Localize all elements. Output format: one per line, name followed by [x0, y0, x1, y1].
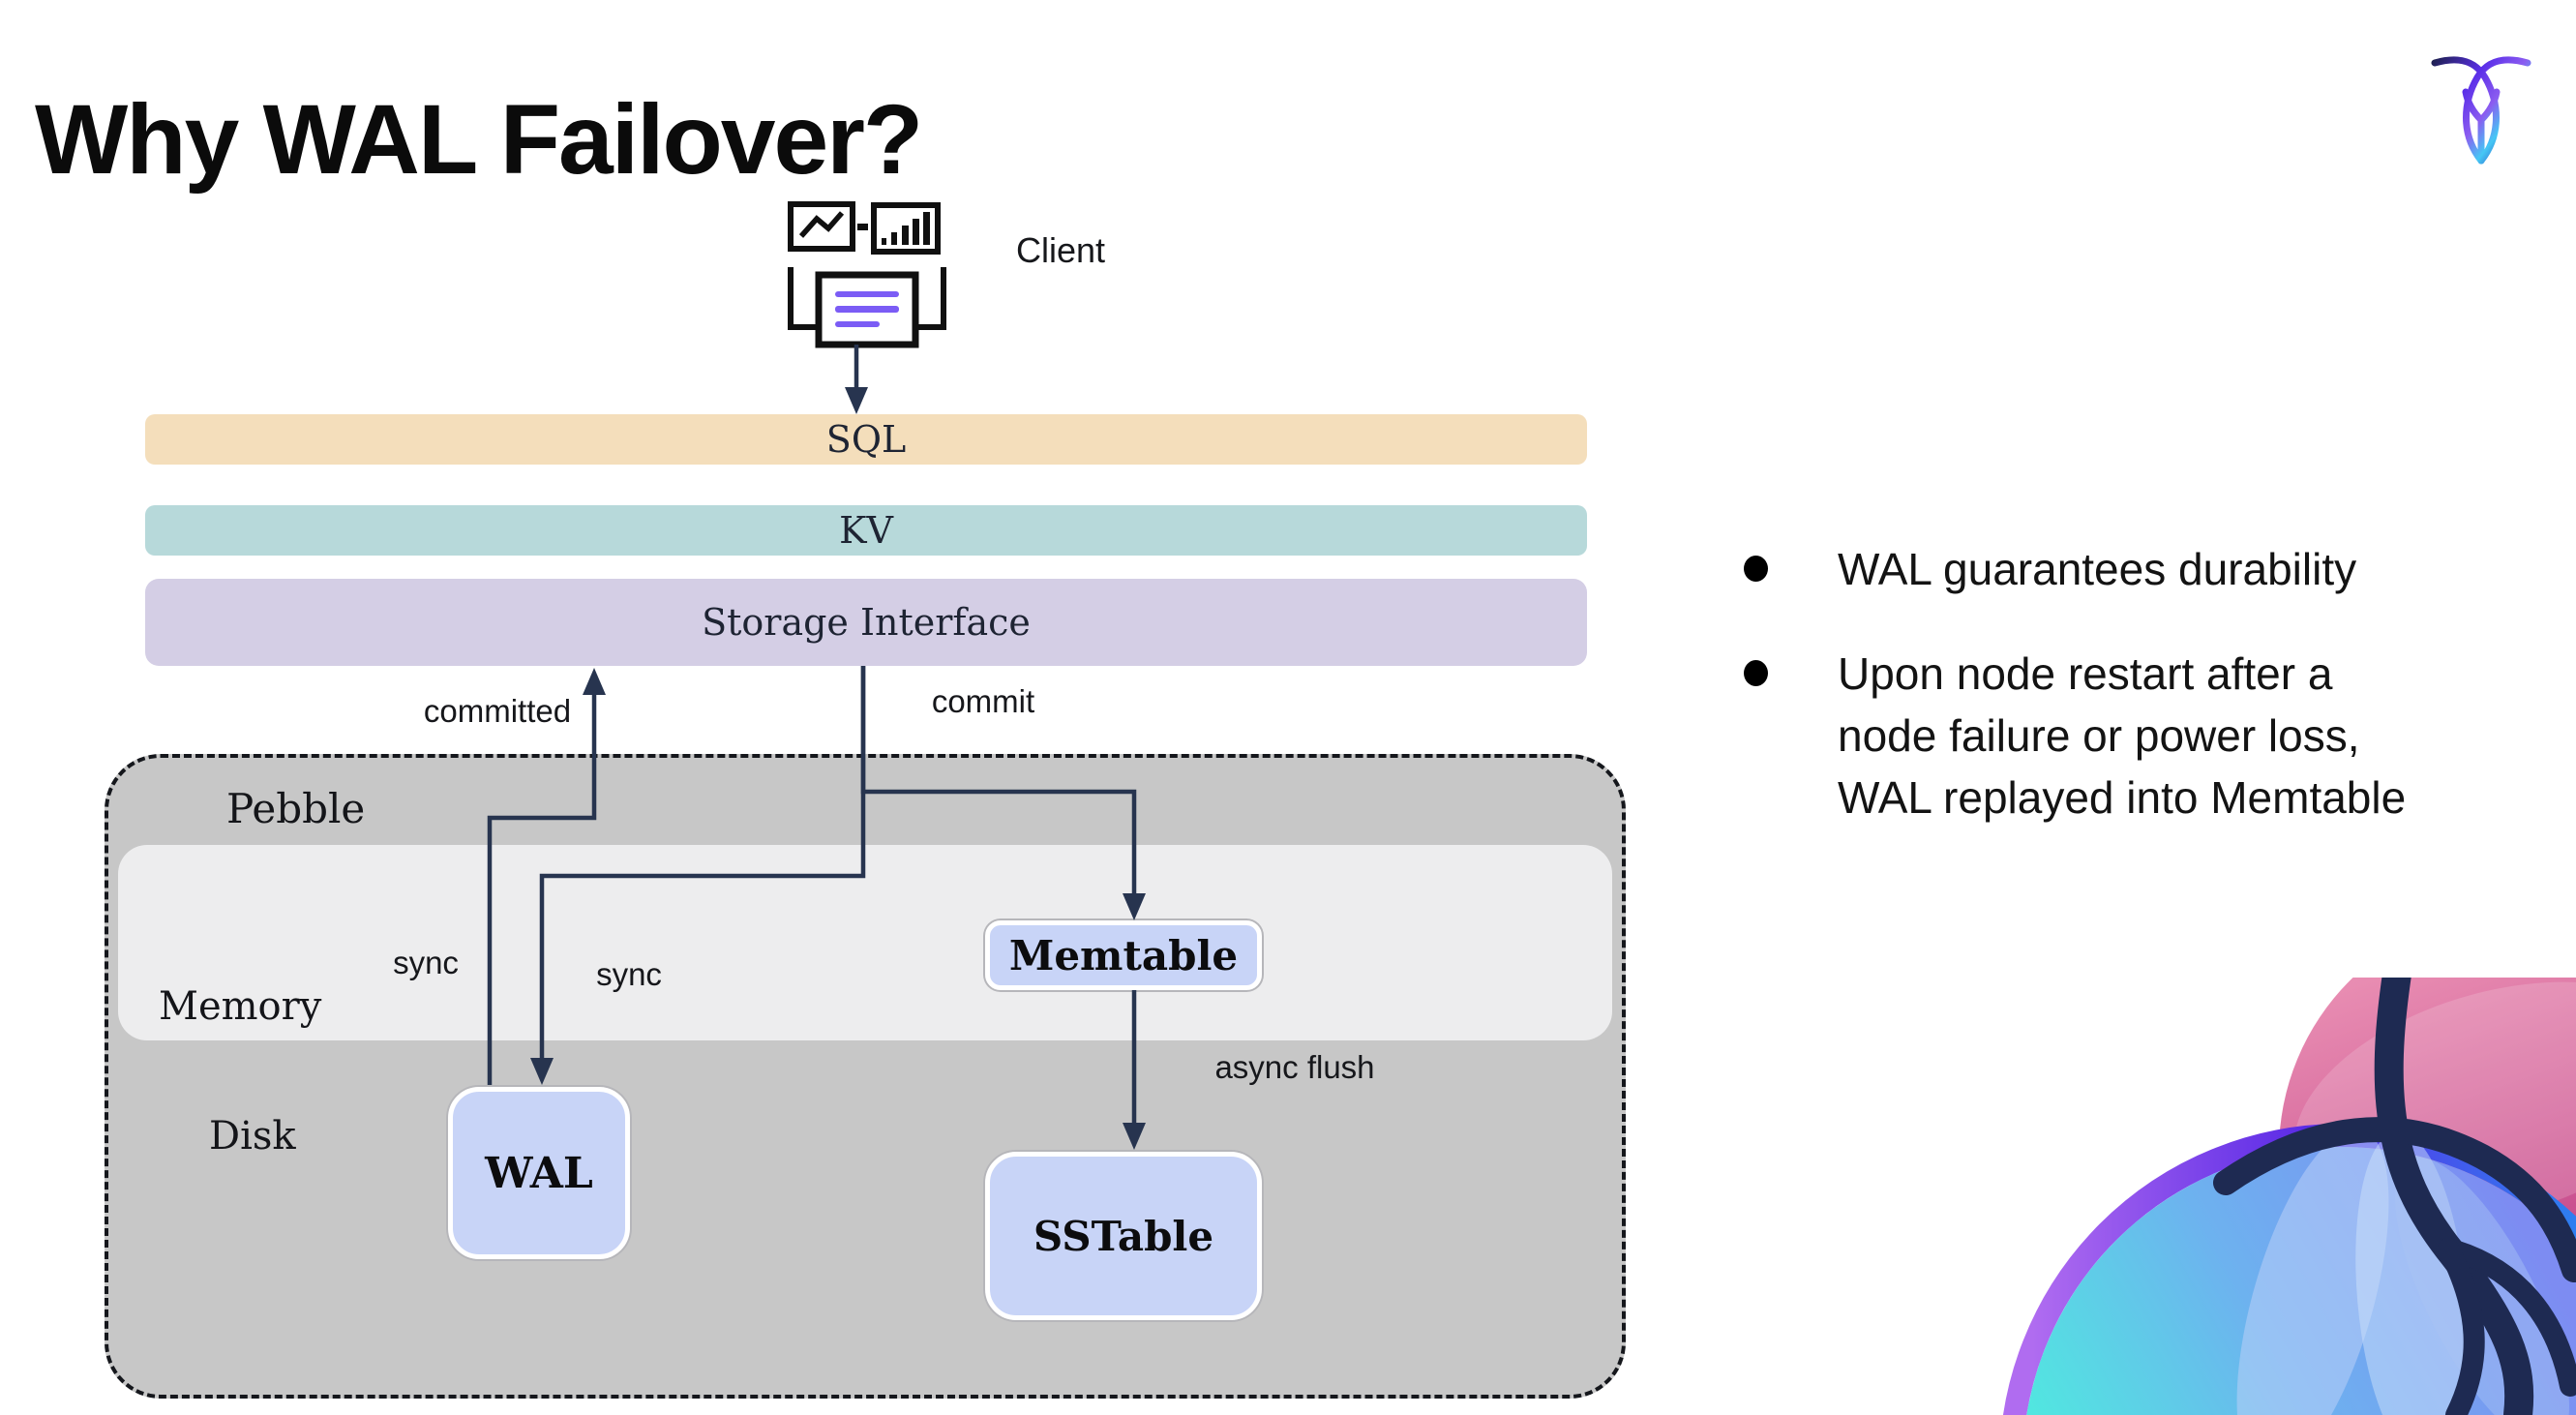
edge-label-async-flush: async flush [1214, 1049, 1375, 1085]
node-sstable-label: SSTable [1033, 1212, 1214, 1260]
layer-bar-kv: KV [145, 505, 1587, 556]
edge-label-committed: committed [423, 693, 572, 729]
node-wal-label: WAL [485, 1148, 593, 1198]
layer-bar-sql-label: SQL [825, 418, 907, 461]
node-sstable: SSTable [985, 1152, 1262, 1320]
arrowhead-client-to-sql [845, 387, 868, 414]
bullet-list: WAL guarantees durability Upon node rest… [1732, 538, 2545, 871]
cockroachdb-logo-icon [2431, 56, 2531, 165]
node-memtable-label: Memtable [1008, 931, 1239, 979]
edge-label-commit: commit [931, 683, 1035, 719]
bullet-dot-icon [1744, 660, 1768, 686]
memory-zone-label: Memory [159, 984, 322, 1029]
disk-zone-label: Disk [209, 1114, 296, 1159]
node-memtable: Memtable [985, 920, 1262, 990]
brand-art [2003, 978, 2576, 1415]
layer-bar-storage-label: Storage Interface [702, 601, 1031, 644]
edge-label-sync-left: sync [393, 945, 459, 980]
arrowhead-committed-to-storage [583, 668, 606, 695]
bullet-dot-icon [1744, 556, 1768, 582]
node-wal: WAL [448, 1087, 630, 1259]
layer-bar-storage: Storage Interface [145, 579, 1587, 666]
edge-label-sync-right: sync [596, 956, 662, 992]
client-doc-lines [835, 291, 899, 327]
bullet-text: Upon node restart after a node failure o… [1838, 648, 2407, 823]
layer-bar-kv-label: KV [839, 509, 893, 552]
client-label: Client [1016, 230, 1106, 270]
pebble-label: Pebble [226, 785, 366, 832]
client-icon [788, 201, 946, 348]
bullet-item: WAL guarantees durability [1732, 538, 2545, 600]
bullet-item: Upon node restart after a node failure o… [1732, 643, 2545, 828]
memory-band [118, 845, 1612, 1040]
page-title: Why WAL Failover? [35, 84, 923, 196]
layer-bar-sql: SQL [145, 414, 1587, 465]
bullet-text: WAL guarantees durability [1838, 544, 2357, 594]
